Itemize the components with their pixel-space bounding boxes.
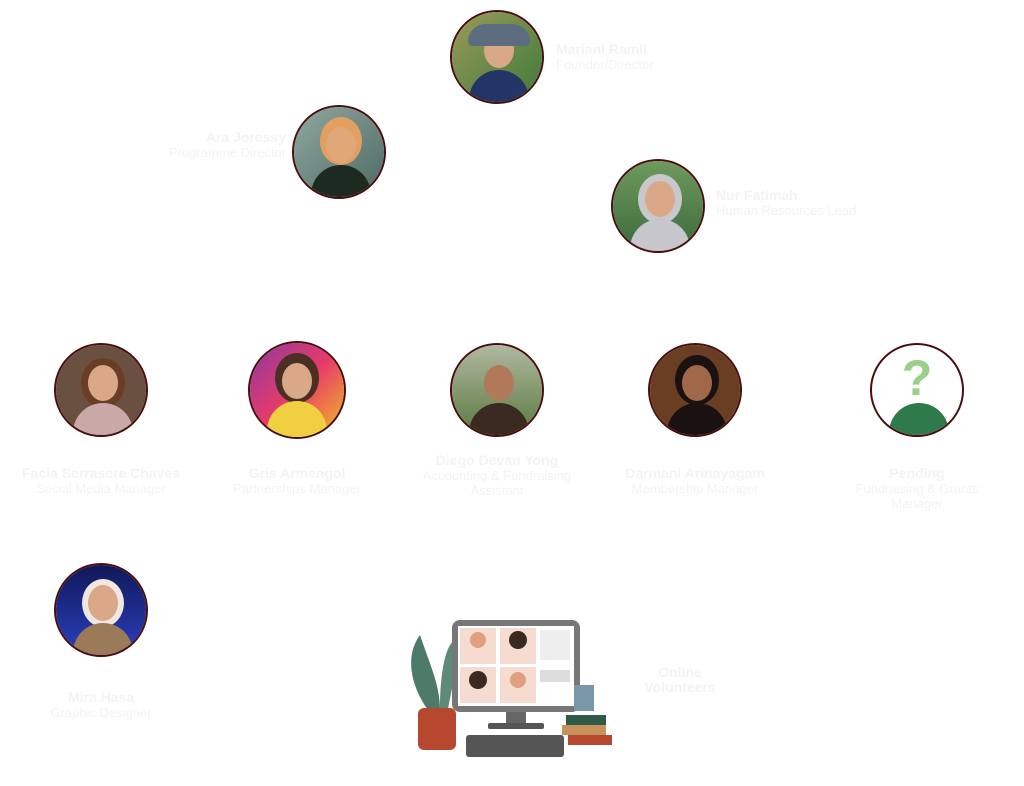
member-role: Accounting & Fundraising Assistant bbox=[422, 468, 572, 498]
member-name: Darmani Arinayagam bbox=[625, 465, 765, 481]
member-name: Pending bbox=[889, 465, 945, 481]
avatar-diego bbox=[450, 343, 544, 437]
member-mira: Mira Hasa Graphic Designer bbox=[16, 689, 186, 721]
member-role: Graphic Designer bbox=[50, 705, 152, 720]
member-diego: Diego Devan Yong Accounting & Fundraisin… bbox=[412, 452, 582, 499]
avatar-facia bbox=[54, 343, 148, 437]
avatar-nur bbox=[611, 159, 705, 253]
member-role: Fundraising & Grants Manager bbox=[855, 481, 979, 511]
member-role: Founder/Director bbox=[556, 57, 654, 72]
member-role: Programme Director bbox=[168, 145, 286, 160]
member-gris: Gris Armengol Partnerships Manager bbox=[212, 465, 382, 497]
member-role: Partnerships Manager bbox=[233, 481, 361, 496]
member-name: Mariani Ramli bbox=[556, 41, 648, 57]
member-name: Facia Serrasere Chaves bbox=[22, 465, 180, 481]
online-meeting-illustration bbox=[411, 620, 612, 757]
question-mark-icon: ? bbox=[901, 350, 933, 406]
avatar-pending: ? bbox=[870, 343, 964, 437]
avatar-mariani bbox=[450, 10, 544, 104]
avatar-mira bbox=[54, 563, 148, 657]
member-role: Membership Manager bbox=[631, 481, 759, 496]
avatar-gris bbox=[248, 341, 346, 439]
member-nur: Nur Fatimah Human Resources Lead bbox=[716, 187, 857, 219]
member-name: Ara Joressy bbox=[205, 129, 286, 145]
member-name: Diego Devan Yong bbox=[435, 452, 559, 468]
member-mariani: Mariani Ramli Founder/Director bbox=[556, 41, 654, 73]
avatar-ara bbox=[292, 105, 386, 199]
online-volunteers-label: Online Volunteers bbox=[644, 664, 716, 695]
avatar-darmani bbox=[648, 343, 742, 437]
member-name: Nur Fatimah bbox=[716, 187, 798, 203]
member-facia: Facia Serrasere Chaves Social Media Mana… bbox=[16, 465, 186, 497]
member-role: Social Media Manager bbox=[36, 481, 166, 496]
member-name: Gris Armengol bbox=[248, 465, 346, 481]
member-pending: Pending Fundraising & Grants Manager bbox=[832, 465, 1002, 512]
member-role: Human Resources Lead bbox=[716, 203, 857, 218]
member-name: Mira Hasa bbox=[67, 689, 135, 705]
member-darmani: Darmani Arinayagam Membership Manager bbox=[610, 465, 780, 497]
member-ara: Ara Joressy Programme Director bbox=[150, 129, 286, 161]
